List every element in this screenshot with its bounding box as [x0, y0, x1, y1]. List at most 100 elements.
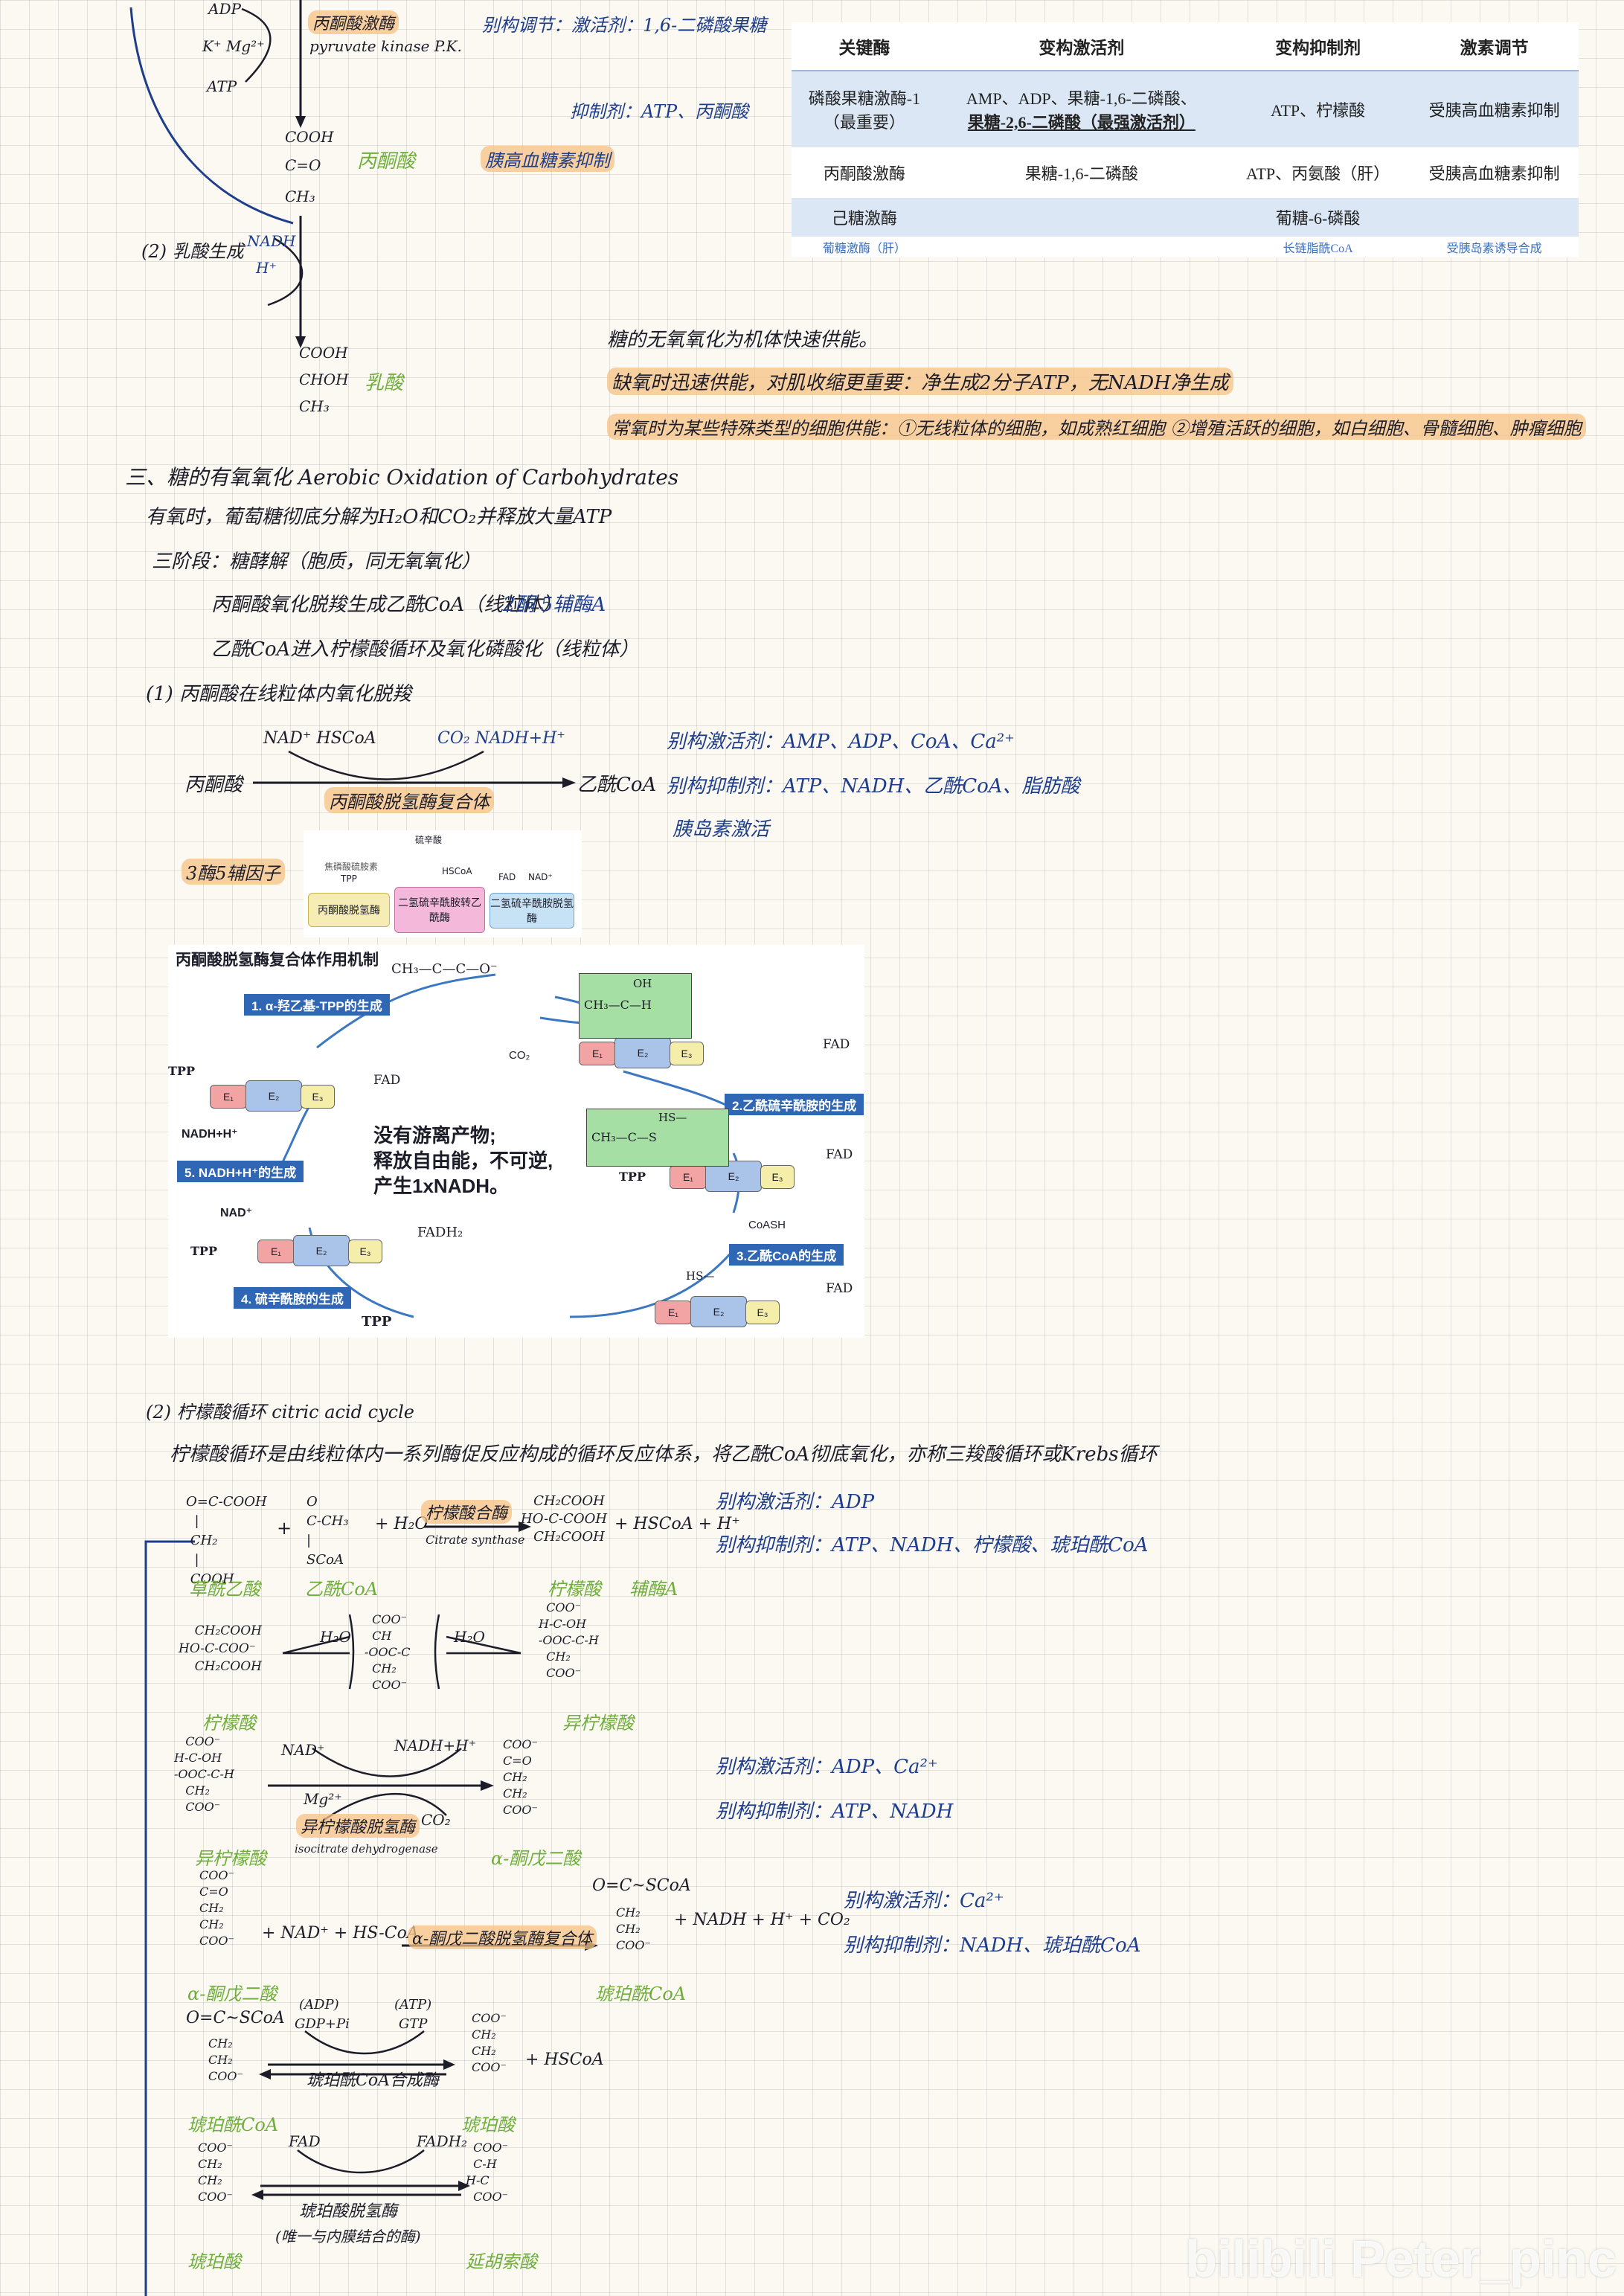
- akgdh-enzyme: α-酮戊二酸脱氢酶复合体: [408, 1925, 597, 1949]
- akgdh-activator: 别构激活剂：Ca²⁺: [844, 1890, 1004, 1912]
- fad-label-left: FAD: [373, 1073, 401, 1088]
- table-cell: 丙酮酸激酶: [792, 147, 937, 198]
- hydroxy-formula: CH₃—C—H: [584, 998, 652, 1012]
- oh-label: OH: [633, 977, 652, 990]
- table-cell: 受胰岛素诱导合成: [1410, 237, 1579, 257]
- acetylcoa-name: 乙酰CoA: [305, 1579, 379, 1600]
- pyruvate-name: 丙酮酸: [357, 150, 416, 173]
- isocitrate-structure-2: COO⁻H-C-OH-OOC-C-H CH₂ COO⁻: [174, 1734, 234, 1814]
- watermark: bilibili Peter_pinc: [1185, 2230, 1617, 2288]
- idh-activator: 别构激活剂：ADP、Ca²⁺: [716, 1756, 938, 1778]
- cs-activator: 别构激活剂：ADP: [716, 1491, 875, 1513]
- lactate-nadh: NADH: [247, 232, 296, 250]
- h2o-out: H₂O: [320, 1628, 351, 1646]
- pdh-substrate: 丙酮酸: [184, 774, 243, 796]
- lactate-name: 乳酸: [365, 372, 404, 394]
- tpp-label-2: TPP: [190, 1244, 217, 1258]
- e1-block: E₁: [670, 1165, 707, 1189]
- lactate-choh: CHOH: [299, 371, 349, 388]
- aerobic-line2: 三阶段：糖酵解（胞质，同无氧氧化）: [152, 551, 481, 573]
- table-cell: 长链脂酰CoA: [1225, 237, 1410, 257]
- sdh-note: (唯一与内膜结合的酶): [275, 2228, 421, 2245]
- r4-products: + NADH + H⁺ + CO₂: [674, 1911, 850, 1929]
- co2-label: CO₂: [509, 1049, 530, 1062]
- nad-in: NAD⁺: [281, 1741, 325, 1759]
- e1-block: E₁: [257, 1240, 295, 1263]
- h2o-in: H₂O: [454, 1628, 485, 1646]
- table-cell: 果糖-2,6-二磷酸（最强激活剂）: [967, 113, 1195, 132]
- e3-block: E₃: [760, 1165, 795, 1189]
- center-note-1: 没有游离产物;: [373, 1124, 496, 1147]
- e1-block: E₁: [579, 1042, 616, 1065]
- table-row: 葡糖激酶（肝） 长链脂酰CoA 受胰岛素诱导合成: [792, 237, 1579, 257]
- aerobic-title: 三、糖的有氧氧化 Aerobic Oxidation of Carbohydra…: [125, 465, 679, 490]
- oxaloacetate-structure: O=C-COOH | CH₂ | COOH: [186, 1494, 267, 1587]
- fadh2-label: FADH₂: [417, 1225, 463, 1240]
- succinate-name: 琥珀酸: [461, 2114, 515, 2135]
- adp-paren: (ADP): [299, 1997, 339, 2013]
- k-mg-label: K⁺ Mg²⁺: [202, 37, 265, 55]
- aerobic-line3a: 丙酮酸氧化脱羧生成乙酰CoA（线粒体）: [211, 594, 562, 616]
- note-anaerobic-2: 缺氧时迅速供能，对肌收缩更重要：净生成2分子ATP，无NADH净生成: [607, 368, 1233, 395]
- pdh-inhibitors: 别构抑制剂：ATP、NADH、乙酰CoA、脂肪酸: [667, 775, 1080, 798]
- pyruvate-ch3: CH₃: [285, 187, 315, 205]
- akg-name: α-酮戊二酸: [491, 1848, 581, 1869]
- acetyl-lipoamide-box: HS— CH₃—C—S: [586, 1109, 729, 1167]
- step2-label: 2.乙酰硫辛酰胺的生成: [725, 1094, 864, 1115]
- e1-block: E₁: [655, 1301, 692, 1324]
- atp-paren: (ATP): [394, 1997, 432, 2013]
- gtp-label: GTP: [399, 2016, 428, 2032]
- lactate-cooh: COOH: [299, 344, 348, 362]
- table-cell: （最重要）: [823, 113, 905, 132]
- e3-block: E₃: [301, 1085, 335, 1109]
- note-anaerobic-3: 常氧时为某些特殊类型的细胞供能：①无线粒体的细胞，如成熟红细胞 ②增殖活跃的细胞…: [607, 414, 1586, 440]
- r1-products: + HSCoA + H⁺: [614, 1515, 740, 1533]
- idh-enzyme-en: isocitrate dehydrogenase: [295, 1842, 438, 1856]
- table-cell: ATP、丙氨酸（肝）: [1225, 147, 1410, 198]
- isocitrate-name-2: 异柠檬酸: [195, 1848, 266, 1869]
- table-cell: AMP、ADP、果糖-1,6-二磷酸、: [966, 89, 1197, 108]
- nad-label: NAD⁺: [528, 872, 553, 882]
- pyruvate-formula: CH₃—C—C—O⁻: [391, 961, 498, 977]
- succinylcoa-head: O=C~SCoA: [592, 1876, 691, 1895]
- step3-label: 3.乙酰CoA的生成: [729, 1244, 844, 1266]
- pdh-cofactors-out: CO₂ NADH+H⁺: [437, 729, 565, 748]
- tpp-label: TPP: [341, 873, 357, 884]
- succinylcoa-synthetase: 琥珀酰CoA合成酶: [306, 2071, 439, 2090]
- table-header: 变构激活剂: [937, 22, 1226, 71]
- gdp-pi: GDP+Pi: [295, 2016, 350, 2032]
- e3-block: E₃: [348, 1240, 382, 1263]
- center-note-3: 产生1xNADH。: [373, 1175, 510, 1197]
- fad-label-top: FAD: [823, 1037, 850, 1052]
- cis-aconitate-structure: COO⁻ CH-OOC-C CH₂ COO⁻: [365, 1612, 411, 1692]
- pyruvate-kinase-cn: 丙酮酸激酶: [308, 10, 399, 34]
- citrate-synthase: 柠檬酸合酶: [421, 1500, 513, 1524]
- hs-label-2: HS—: [686, 1269, 715, 1283]
- cs-inhibitor: 别构抑制剂：ATP、NADH、柠檬酸、琥珀酰CoA: [716, 1534, 1149, 1556]
- e2-block: E₂: [690, 1296, 747, 1327]
- pdh-figure-title: 丙酮酸脱氢酶复合体作用机制: [176, 952, 379, 969]
- lactate-ch3: CH₃: [299, 397, 330, 415]
- table-cell: [1410, 198, 1579, 237]
- idh-enzyme: 异柠檬酸脱氢酶: [296, 1814, 420, 1838]
- akg-name-2: α-酮戊二酸: [187, 1984, 277, 2004]
- table-cell: 葡糖激酶（肝）: [792, 237, 937, 257]
- e1-block: E₁: [210, 1085, 247, 1109]
- pyruvate-cooh: COOH: [285, 128, 334, 146]
- pyruvate-co: C=O: [285, 156, 321, 174]
- table-cell: 己糖激酶: [792, 198, 937, 237]
- pk-inhibitor: 抑制剂：ATP、丙酮酸: [570, 101, 749, 122]
- e1-box: 丙酮酸脱氢酶: [308, 893, 390, 927]
- lipoate-label: 硫辛酸: [415, 835, 443, 845]
- e2-block: E₂: [293, 1235, 350, 1266]
- center-note-2: 释放自由能，不可逆,: [373, 1149, 553, 1172]
- table-cell: 磷酸果糖激酶-1: [808, 89, 921, 108]
- hscoa-label: HSCoA: [442, 866, 472, 876]
